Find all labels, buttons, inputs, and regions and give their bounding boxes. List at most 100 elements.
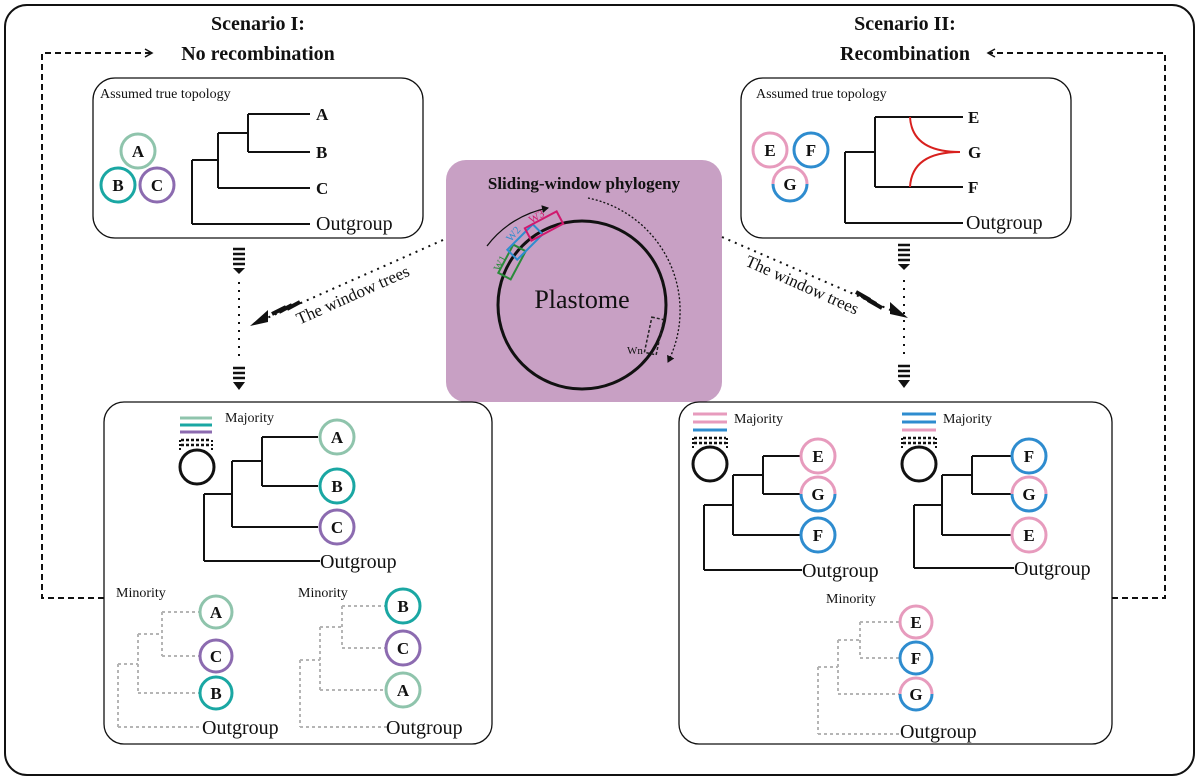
min1-left-outgroup: Outgroup [202, 717, 279, 739]
maj-left-outgroup: Outgroup [320, 551, 397, 573]
maj1-right-outgroup: Outgroup [802, 560, 879, 582]
leaf-a: A [316, 105, 329, 124]
min2-left-circle-c [384, 629, 422, 667]
minority-label-right: Minority [826, 592, 876, 607]
min-right-circle-e [898, 604, 934, 640]
min1-left-leaf-a: A [210, 603, 223, 622]
circle-label-f: F [806, 141, 816, 160]
min2-left-circle-b [384, 587, 422, 625]
maj1-right-circle-g [799, 475, 837, 513]
leaf-outgroup: Outgroup [316, 213, 393, 235]
topology-right-box [740, 77, 1072, 239]
scenario2-title-line2: Recombination [840, 43, 970, 65]
maj2-right-circle-f [1010, 437, 1048, 475]
min1-left-leaf-c: C [210, 647, 222, 666]
recombination-curve [909, 116, 961, 188]
min2-left-leaf-c: C [397, 639, 409, 658]
sliding-window-box [446, 160, 722, 402]
window-direction-arrow [486, 205, 549, 247]
results-right-box [678, 401, 1113, 745]
minority-tree-right [817, 621, 902, 735]
maj2-right-leaf-f: F [1024, 447, 1034, 466]
majority2-tree-right [913, 455, 1014, 569]
leaf-e: E [968, 108, 979, 127]
node-circle-g [771, 165, 809, 203]
sliding-window-title: Sliding-window phylogeny [488, 174, 681, 193]
min-right-leaf-g: G [909, 685, 922, 704]
majority1-lines-right [692, 412, 728, 448]
circle-label-g: G [783, 175, 796, 194]
majority2-label-right: Majority [943, 412, 992, 427]
scenario1-title-line2: No recombination [181, 43, 335, 65]
min2-left-outgroup: Outgroup [386, 717, 463, 739]
leaf-f: F [968, 178, 978, 197]
circle-label-b: B [112, 176, 123, 195]
minority2-label-left: Minority [298, 586, 348, 601]
circle-label-a: A [132, 142, 145, 161]
circle-label-c: C [151, 176, 163, 195]
arrow-right-window-trees [721, 236, 908, 318]
minority1-tree-left [117, 611, 202, 728]
min2-left-leaf-a: A [397, 681, 410, 700]
maj2-right-circle-e [1010, 516, 1048, 554]
majority-label-left: Majority [225, 411, 274, 426]
arrow-left-window-trees [250, 239, 444, 326]
majority1-tree-right [703, 455, 802, 571]
min1-left-circle-c [198, 638, 234, 674]
window-circle-right1 [691, 445, 729, 483]
maj2-right-circle-g [1010, 475, 1048, 513]
window-circle-right2 [900, 445, 938, 483]
topology-left-box [92, 77, 424, 239]
node-circle-f [792, 131, 830, 169]
window-wn [643, 316, 665, 356]
min2-left-circle-a [384, 671, 422, 709]
topology-left-tree [191, 113, 310, 225]
maj-left-leaf-a: A [331, 428, 344, 447]
outer-frame [4, 4, 1195, 776]
majority-tree-left [203, 436, 320, 562]
plastome-circle [496, 219, 668, 391]
maj-left-circle-a [318, 418, 356, 456]
maj-left-circle-b [318, 467, 356, 505]
leaf-outgroup-right: Outgroup [966, 212, 1043, 234]
min-right-outgroup: Outgroup [900, 721, 977, 743]
scenario1-title-line1: Scenario I: [211, 13, 305, 35]
minority1-label-left: Minority [116, 586, 166, 601]
window-sliding-arrow [587, 197, 681, 363]
node-circle-c [138, 166, 176, 204]
topology-right-label: Assumed true topology [756, 87, 887, 102]
window-wn-label: Wn [627, 345, 643, 357]
maj-left-circle-c [318, 508, 356, 546]
maj-left-leaf-c: C [331, 518, 343, 537]
vertical-arrow-left [233, 247, 245, 390]
min-right-leaf-f: F [911, 649, 921, 668]
maj2-right-leaf-g: G [1022, 485, 1035, 504]
majority1-label-right: Majority [734, 412, 783, 427]
min1-left-circle-b [198, 675, 234, 711]
maj1-right-leaf-f: F [813, 526, 823, 545]
majority2-lines-right [901, 412, 937, 448]
maj1-right-leaf-g: G [811, 485, 824, 504]
leaf-b: B [316, 143, 327, 162]
window-w3 [523, 210, 565, 242]
leaf-g: G [968, 143, 981, 162]
maj2-right-outgroup: Outgroup [1014, 558, 1091, 580]
vertical-arrow-right [898, 243, 910, 388]
feedback-loop-left [41, 48, 154, 599]
feedback-loop-right [986, 48, 1166, 599]
topology-left-label: Assumed true topology [100, 87, 231, 102]
arrow-right-label: The window trees [743, 252, 862, 319]
node-circle-a [119, 132, 157, 170]
leaf-c: C [316, 179, 328, 198]
min1-left-leaf-b: B [210, 684, 221, 703]
majority-lines-left [179, 416, 213, 452]
min-right-circle-g [898, 676, 934, 712]
window-w1 [496, 243, 528, 281]
min1-left-circle-a [198, 594, 234, 630]
circle-label-e: E [764, 141, 775, 160]
window-w2 [505, 222, 545, 262]
min-right-circle-f [898, 640, 934, 676]
plastome-label: Plastome [534, 285, 629, 314]
node-circle-e [751, 131, 789, 169]
maj-left-leaf-b: B [331, 477, 342, 496]
